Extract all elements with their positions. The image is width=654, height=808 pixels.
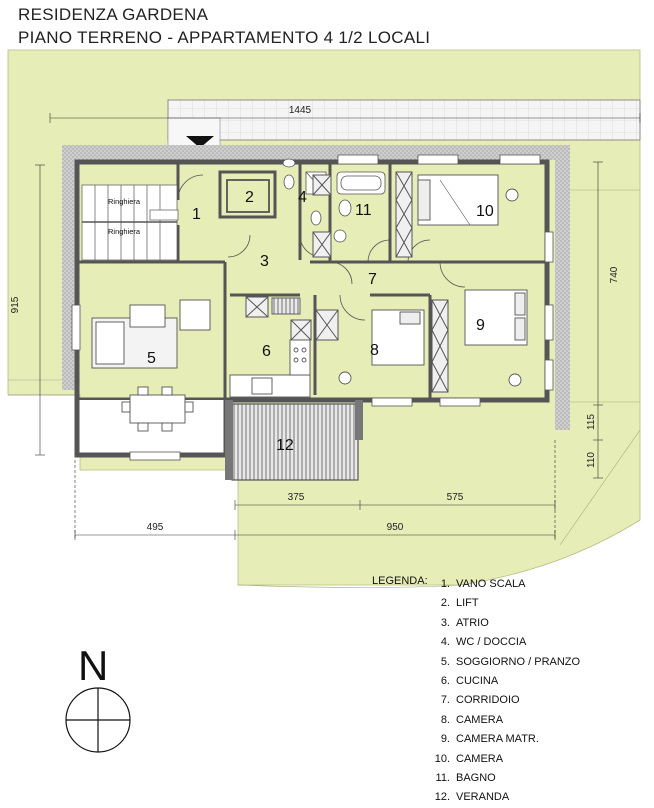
dimension-right-small-2: 110 [586,452,597,468]
room-11-label: 11 [355,202,372,219]
north-label: N [78,642,109,689]
dimension-right-small-1: 115 [586,414,597,430]
compass-icon [65,687,131,753]
entrance-arrow-icon [186,136,214,148]
room-12-label: 12 [276,437,294,454]
legend-title: LEGENDA: [372,575,428,587]
beds [338,174,528,387]
dimension-top-width: 1445 [289,105,312,116]
windows [71,154,554,461]
legend-item: 9.CAMERA MATR. [440,733,539,746]
dimension-bottom-2: 575 [447,492,464,503]
room-8-label: 8 [370,342,379,359]
room-4-label: 4 [298,189,307,206]
lift [226,179,270,213]
room-6-label: 6 [262,343,271,360]
room-5-label: 5 [147,350,156,367]
bathroom-fixtures [282,158,386,243]
staircase [81,184,179,261]
legend-item: 8.CAMERA [440,713,504,726]
plan-title: RESIDENZA GARDENA [18,5,209,24]
legend-item: 2.LIFT [440,597,479,610]
room-numbers: 1 2 3 4 5 6 7 8 9 10 11 12 [147,189,494,454]
room-1-label: 1 [192,206,201,223]
door-swings [177,174,466,321]
room-7-label: 7 [368,271,377,288]
dimension-lines [35,113,641,540]
legend-item: 12.VERANDA [434,791,510,804]
dimension-left-height: 915 [10,296,21,313]
railing-label-2: Ringhiera [108,227,141,236]
legend-item: 1.VANO SCALA [440,578,526,590]
room-2-label: 2 [245,189,254,206]
legend-item: 7.CORRIDOIO [440,694,520,707]
dimension-bottom-3: 495 [147,522,164,533]
legend-item: 10.CAMERA [434,752,504,765]
dimension-bottom-4: 950 [387,522,404,533]
legend-item: 4.WC / DOCCIA [440,636,527,649]
room-9-label: 9 [476,317,485,334]
plan-subtitle: PIANO TERRENO - APPARTAMENTO 4 1/2 LOCAL… [18,28,431,47]
kitchen-counter [229,297,311,398]
legend-item: 11.BAGNO [435,772,496,785]
legend-item: 6.CUCINA [440,675,499,688]
veranda-deck [231,403,359,481]
legend-item: 3.ATRIO [440,616,489,629]
walkway [167,99,641,141]
room-10-label: 10 [476,203,494,220]
dimension-bottom-1: 375 [288,492,305,503]
legend-list: 1.VANO SCALA 2.LIFT 3.ATRIO 4.WC / DOCCI… [432,575,580,808]
room-3-label: 3 [260,253,269,270]
living-furniture [91,299,211,432]
dimension-right-height: 740 [609,266,620,283]
wardrobes [245,171,449,393]
railing-label-1: Ringhiera [108,197,141,206]
legend-item: 5.SOGGIORNO / PRANZO [440,655,581,668]
